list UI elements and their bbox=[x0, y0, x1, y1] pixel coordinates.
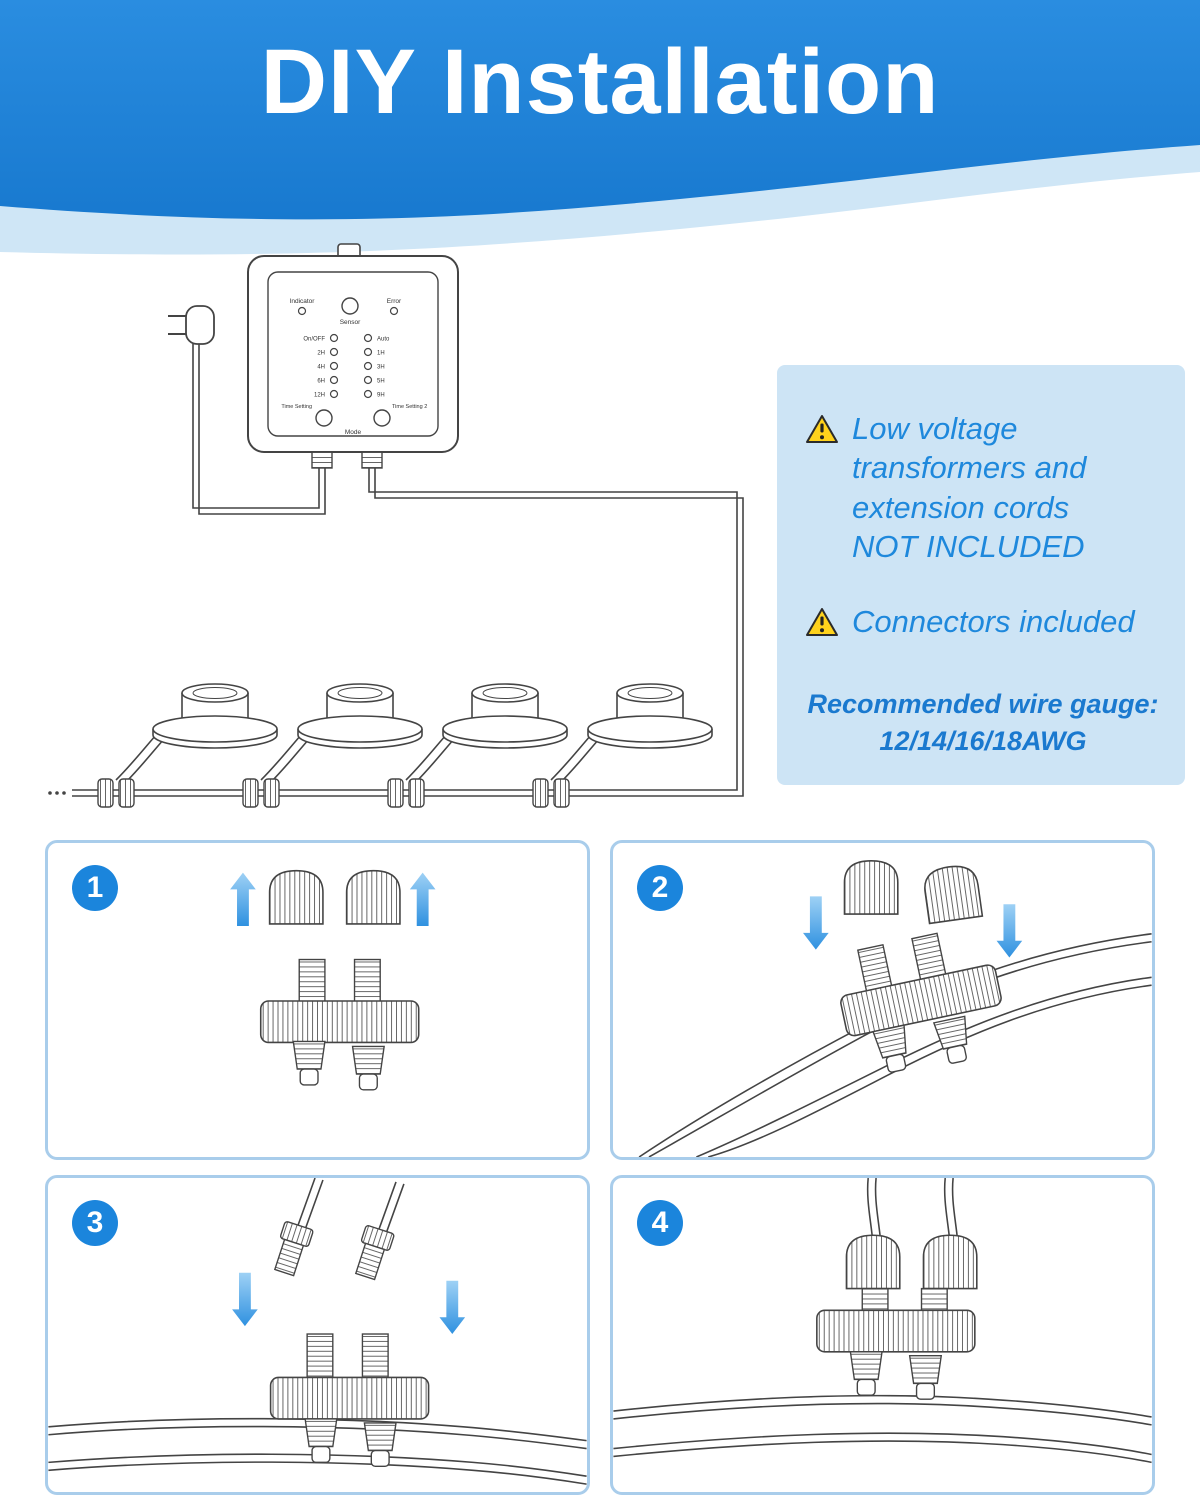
svg-text:2H: 2H bbox=[317, 351, 325, 357]
svg-text:6H: 6H bbox=[317, 379, 325, 385]
cable bbox=[613, 1394, 1152, 1464]
time-setting-button[interactable] bbox=[315, 409, 333, 427]
step-number-badge: 4 bbox=[637, 1200, 683, 1246]
cable-gland bbox=[311, 451, 333, 469]
t-connector-assembled bbox=[816, 1234, 978, 1400]
t-connector bbox=[269, 1333, 430, 1468]
t-connector bbox=[259, 958, 420, 1091]
wiring-diagram: Indicator Sensor Error On/OFF 2H 4H 6H 1… bbox=[0, 230, 1200, 840]
down-arrow-icon bbox=[803, 896, 829, 950]
down-arrow-icon bbox=[439, 1280, 466, 1335]
step-3-art bbox=[48, 1178, 587, 1485]
wire bbox=[866, 1178, 958, 1236]
wiring-diagram-art: Indicator Sensor Error On/OFF 2H 4H 6H 1… bbox=[48, 243, 744, 840]
wire-fitting bbox=[269, 1220, 315, 1278]
notes-panel: Low voltage transformers and extension c… bbox=[777, 365, 1185, 785]
step-number-badge: 1 bbox=[72, 865, 118, 911]
sensor-label: Sensor bbox=[340, 319, 361, 326]
up-arrow-icon bbox=[230, 872, 256, 926]
svg-text:Auto: Auto bbox=[377, 337, 390, 343]
cable-gland bbox=[361, 451, 383, 469]
t-connector bbox=[838, 932, 1004, 1075]
deck-light-4 bbox=[533, 684, 712, 807]
step-panel-2: 2 bbox=[610, 840, 1155, 1160]
svg-text:On/OFF: On/OFF bbox=[303, 337, 325, 343]
connector-cap bbox=[843, 859, 899, 915]
warning-icon bbox=[805, 409, 839, 449]
note-transformers-text: Low voltage transformers and extension c… bbox=[852, 411, 1087, 565]
down-arrow-icon bbox=[996, 904, 1023, 958]
installation-steps: 1 2 bbox=[45, 840, 1155, 1495]
up-arrow-icon bbox=[409, 872, 436, 926]
step-number-badge: 3 bbox=[72, 1200, 118, 1246]
down-arrow-icon bbox=[232, 1272, 258, 1327]
wire bbox=[296, 1178, 405, 1234]
header-banner: DIY Installation bbox=[0, 0, 1200, 300]
time-setting-2-button[interactable] bbox=[373, 409, 391, 427]
main-cable bbox=[72, 468, 744, 797]
indicator-led bbox=[297, 306, 307, 316]
sensor-button[interactable] bbox=[341, 297, 359, 315]
connector-cap bbox=[921, 862, 984, 925]
step-panel-1: 1 bbox=[45, 840, 590, 1160]
svg-text:9H: 9H bbox=[377, 393, 385, 399]
error-led bbox=[389, 306, 399, 316]
time-setting-label: Time Setting bbox=[281, 404, 312, 410]
right-led-column: Auto 1H 3H 5H 9H bbox=[363, 333, 390, 399]
wire-gauge-note: Recommended wire gauge: 12/14/16/18AWG bbox=[807, 689, 1159, 756]
note-connectors: Connectors included bbox=[805, 602, 1161, 642]
power-plug-icon bbox=[168, 305, 215, 345]
svg-text:5H: 5H bbox=[377, 379, 385, 385]
connector-cap bbox=[845, 1234, 901, 1290]
connector-cap bbox=[922, 1234, 978, 1290]
wire-fitting bbox=[350, 1224, 396, 1282]
step-panel-4: 4 bbox=[610, 1175, 1155, 1495]
controller-device: Indicator Sensor Error On/OFF 2H 4H 6H 1… bbox=[247, 243, 459, 469]
svg-text:1H: 1H bbox=[377, 351, 385, 357]
indicator-label: Indicator bbox=[290, 298, 316, 305]
svg-text:4H: 4H bbox=[317, 365, 325, 371]
left-led-column: On/OFF 2H 4H 6H 12H bbox=[303, 333, 339, 399]
step-number-badge: 2 bbox=[637, 865, 683, 911]
step-2-art bbox=[638, 859, 1152, 1157]
time-setting-2-label: Time Setting 2 bbox=[392, 404, 427, 410]
note-transformers: Low voltage transformers and extension c… bbox=[805, 409, 1161, 566]
svg-text:3H: 3H bbox=[377, 365, 385, 371]
step-panel-3: 3 bbox=[45, 1175, 590, 1495]
step-4-art bbox=[613, 1178, 1152, 1464]
cable-continuation-dots bbox=[48, 791, 66, 795]
power-cord bbox=[192, 344, 326, 515]
warning-icon bbox=[805, 602, 839, 642]
connector-cap bbox=[268, 869, 324, 925]
header-wave-background bbox=[0, 0, 1200, 255]
cable bbox=[48, 1417, 587, 1485]
svg-text:12H: 12H bbox=[314, 393, 325, 399]
mode-label: Mode bbox=[345, 429, 362, 436]
error-label: Error bbox=[387, 298, 402, 305]
connector-cap bbox=[345, 869, 401, 925]
page-title: DIY Installation bbox=[260, 31, 940, 133]
step-1-art bbox=[230, 869, 436, 1091]
note-connectors-text: Connectors included bbox=[852, 604, 1135, 640]
